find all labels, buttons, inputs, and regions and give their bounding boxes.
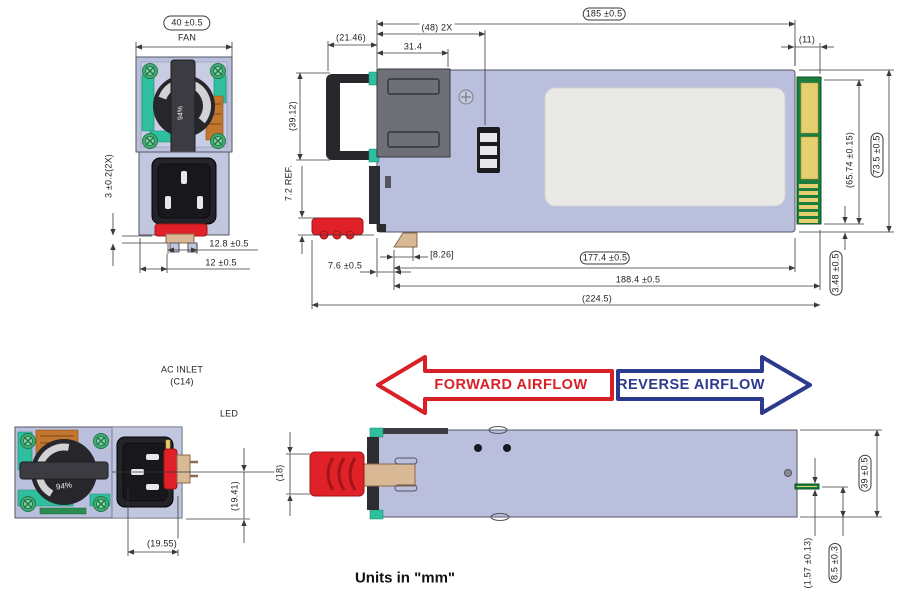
forward-airflow-arrow bbox=[376, 355, 614, 415]
dim-latch-height: 3 ±0.2(2X) bbox=[103, 152, 115, 200]
handle bbox=[326, 74, 378, 160]
dim-handle-offset: (21.46) bbox=[336, 32, 366, 43]
dim-length-188: 188.4 ±0.5 bbox=[613, 274, 663, 286]
ac-inlet-type-label: (C14) bbox=[170, 376, 194, 387]
dim-handle-height: (39.12) bbox=[287, 99, 299, 133]
dim-pcb-offset: 3.48 ±0.5 bbox=[829, 250, 843, 296]
ac-front-dimensions bbox=[112, 448, 278, 556]
units-note: Units in "mm" bbox=[354, 569, 456, 587]
dim-tab-thickness: (1.57 ±0.13) bbox=[802, 535, 814, 591]
screw-icon bbox=[20, 433, 109, 512]
pcb-tab-side bbox=[794, 483, 820, 490]
dim-length-total: (224.5) bbox=[580, 293, 614, 305]
fan-percent-top: 94% bbox=[177, 105, 185, 121]
side-view-dimensions bbox=[286, 429, 882, 536]
reverse-airflow-arrow bbox=[616, 355, 812, 415]
side-view bbox=[309, 426, 820, 521]
dim-fan-width: 40 ±0.5 bbox=[163, 15, 211, 31]
dim-mid-48: (48) 2X bbox=[419, 22, 455, 34]
reverse-airflow-label: REVERSE AIRFLOW bbox=[617, 377, 765, 393]
led-pipe bbox=[477, 127, 500, 173]
dim-ref-72: 7.2 REF. bbox=[283, 162, 295, 204]
dim-tab-offset: 8.5 ±0.3 bbox=[828, 542, 842, 584]
top-view-dimensions bbox=[296, 20, 894, 309]
airflow-arrows bbox=[376, 355, 812, 415]
dim-handle-18: (18) bbox=[274, 462, 286, 484]
latch-handle bbox=[311, 217, 418, 248]
dim-side-height: 39 ±0.5 bbox=[858, 454, 872, 492]
top-view bbox=[311, 68, 822, 248]
dim-inlet-length: 31.4 bbox=[401, 41, 425, 53]
fan-label: FAN bbox=[177, 32, 197, 43]
latch-handle-side bbox=[309, 451, 365, 497]
dim-latch-76: 7.6 ±0.5 bbox=[327, 260, 363, 271]
dim-pcb-height: (65.74 ±0.15) bbox=[844, 129, 856, 191]
dim-pin-width: 12.8 ±0.5 bbox=[209, 238, 249, 249]
dim-base-width: 12 ±0.5 bbox=[205, 257, 237, 268]
led-label: LED bbox=[219, 408, 239, 419]
dim-card-length: (11) bbox=[798, 34, 816, 45]
fan-front-dimensions bbox=[110, 42, 258, 273]
fan-front-view bbox=[135, 56, 233, 253]
forward-airflow-label: FORWARD AIRFLOW bbox=[434, 377, 588, 393]
screw-icon bbox=[142, 63, 226, 149]
dim-length-177: 177.4 ±0.5 bbox=[579, 251, 631, 265]
ac-front-view bbox=[14, 426, 198, 519]
status-led bbox=[163, 448, 198, 490]
ac-inlet-label: AC INLET bbox=[160, 364, 204, 375]
dim-led-vertical: (19.41) bbox=[229, 479, 241, 513]
dim-body-length: 185 ±0.5 bbox=[582, 7, 626, 21]
pcb-edge-connector bbox=[796, 76, 822, 225]
dim-led-horizontal: (19.55) bbox=[145, 538, 179, 550]
dim-body-height: 73.5 ±0.5 bbox=[870, 132, 884, 178]
screw-icon bbox=[458, 89, 474, 105]
dim-wedge-826: [8.26] bbox=[430, 249, 454, 260]
